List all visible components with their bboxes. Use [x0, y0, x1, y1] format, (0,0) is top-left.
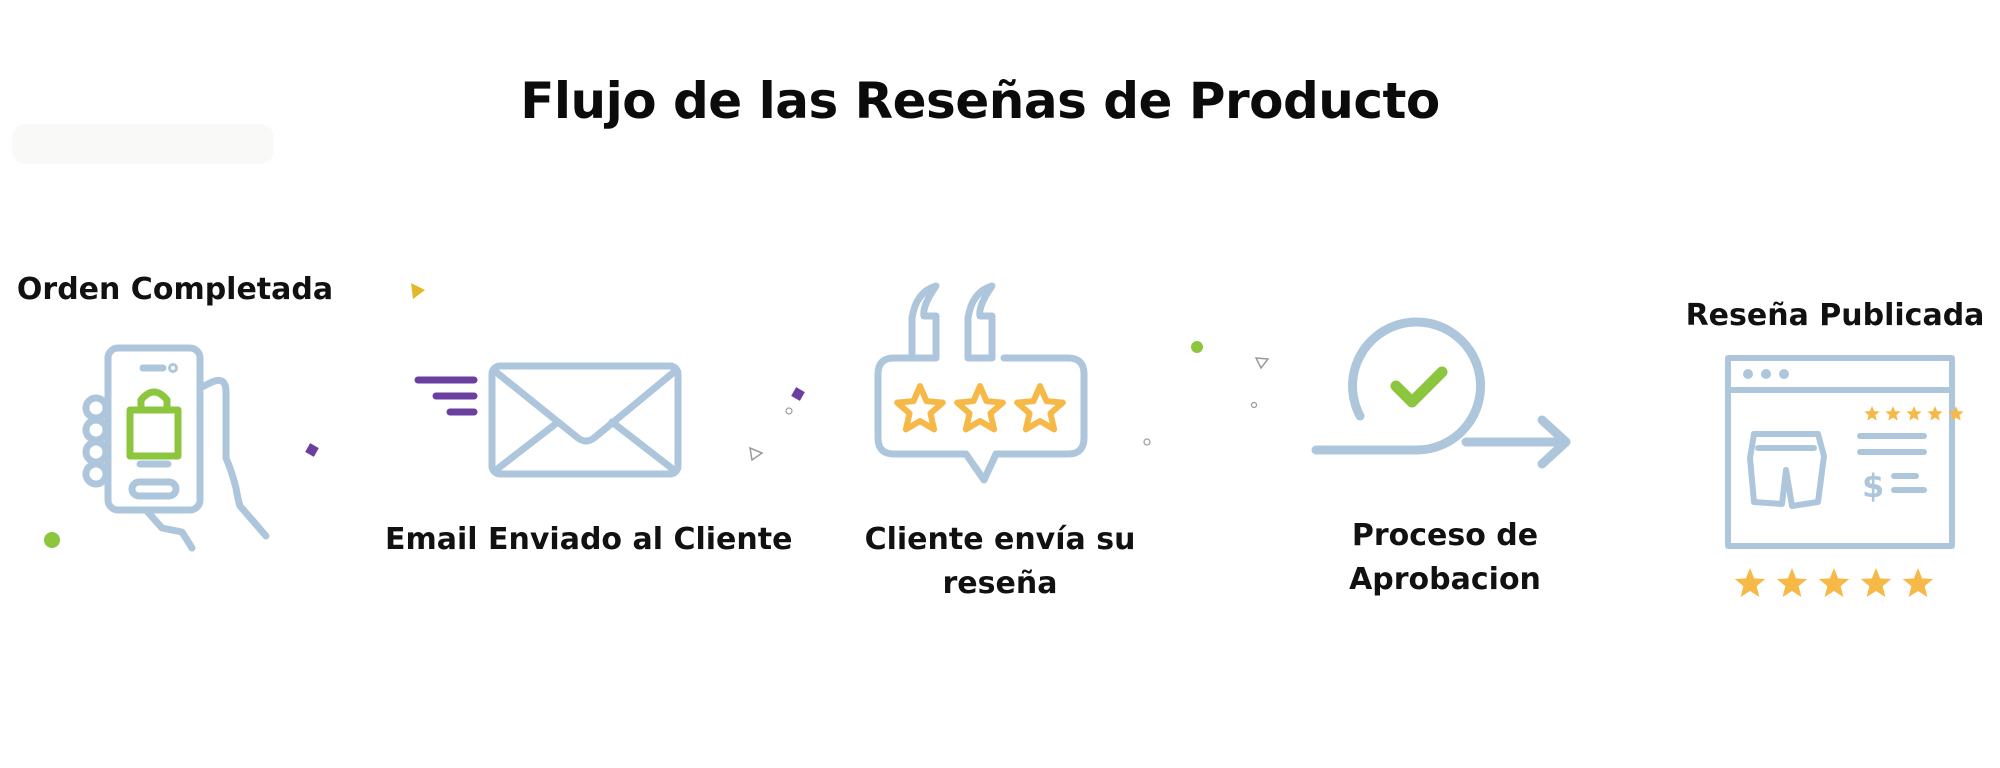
step-2-label: Email Enviado al Cliente	[385, 522, 793, 557]
five-star-rating	[1734, 568, 1934, 597]
phone-shopping-bag-icon	[82, 344, 270, 552]
star-icon	[1902, 568, 1934, 597]
star-icon	[1014, 383, 1066, 433]
purple-diamond-icon	[791, 387, 805, 401]
star-icon	[1948, 406, 1964, 421]
step-5-label: Reseña Publicada	[1685, 298, 1985, 333]
checkmark-icon	[1390, 366, 1448, 408]
star-icon	[1734, 568, 1766, 597]
step-3-label-line-1: Cliente envía su	[864, 522, 1136, 557]
quote-speech-bubble-stars-icon	[874, 282, 1088, 484]
star-icon	[1860, 568, 1892, 597]
star-icon	[1927, 406, 1943, 421]
green-dot-icon	[1191, 341, 1203, 353]
step-3-label-line-2: reseña	[942, 566, 1058, 601]
outline-dot-icon	[785, 407, 793, 415]
star-icon	[1776, 568, 1808, 597]
step-1-label: Orden Completada	[16, 272, 334, 307]
page-title: Flujo de las Reseñas de Producto	[520, 72, 1440, 130]
outline-triangle-icon	[1254, 357, 1270, 370]
yellow-triangle-icon	[411, 283, 425, 299]
green-dot-icon	[44, 532, 60, 548]
outline-dot-icon	[1250, 401, 1258, 409]
price-symbol: $	[1862, 467, 1884, 505]
star-icon	[954, 383, 1006, 433]
star-icon	[894, 383, 946, 433]
outline-triangle-icon	[749, 446, 764, 462]
approval-loop-check-icon	[1311, 317, 1571, 469]
star-icon	[1906, 406, 1922, 421]
step-4-label-line-1: Proceso de	[1351, 518, 1539, 553]
small-rating-stars	[1864, 406, 1964, 421]
rating-stars	[894, 383, 1066, 433]
envelope-icon	[414, 362, 682, 478]
step-4-label-line-2: Aprobacion	[1349, 562, 1541, 597]
star-icon	[1885, 406, 1901, 421]
star-icon	[1864, 406, 1880, 421]
star-icon	[1818, 568, 1850, 597]
product-page-icon: $	[1725, 355, 1964, 549]
background-box	[12, 124, 274, 164]
purple-diamond-icon	[305, 443, 319, 457]
outline-dot-icon	[1143, 438, 1151, 446]
